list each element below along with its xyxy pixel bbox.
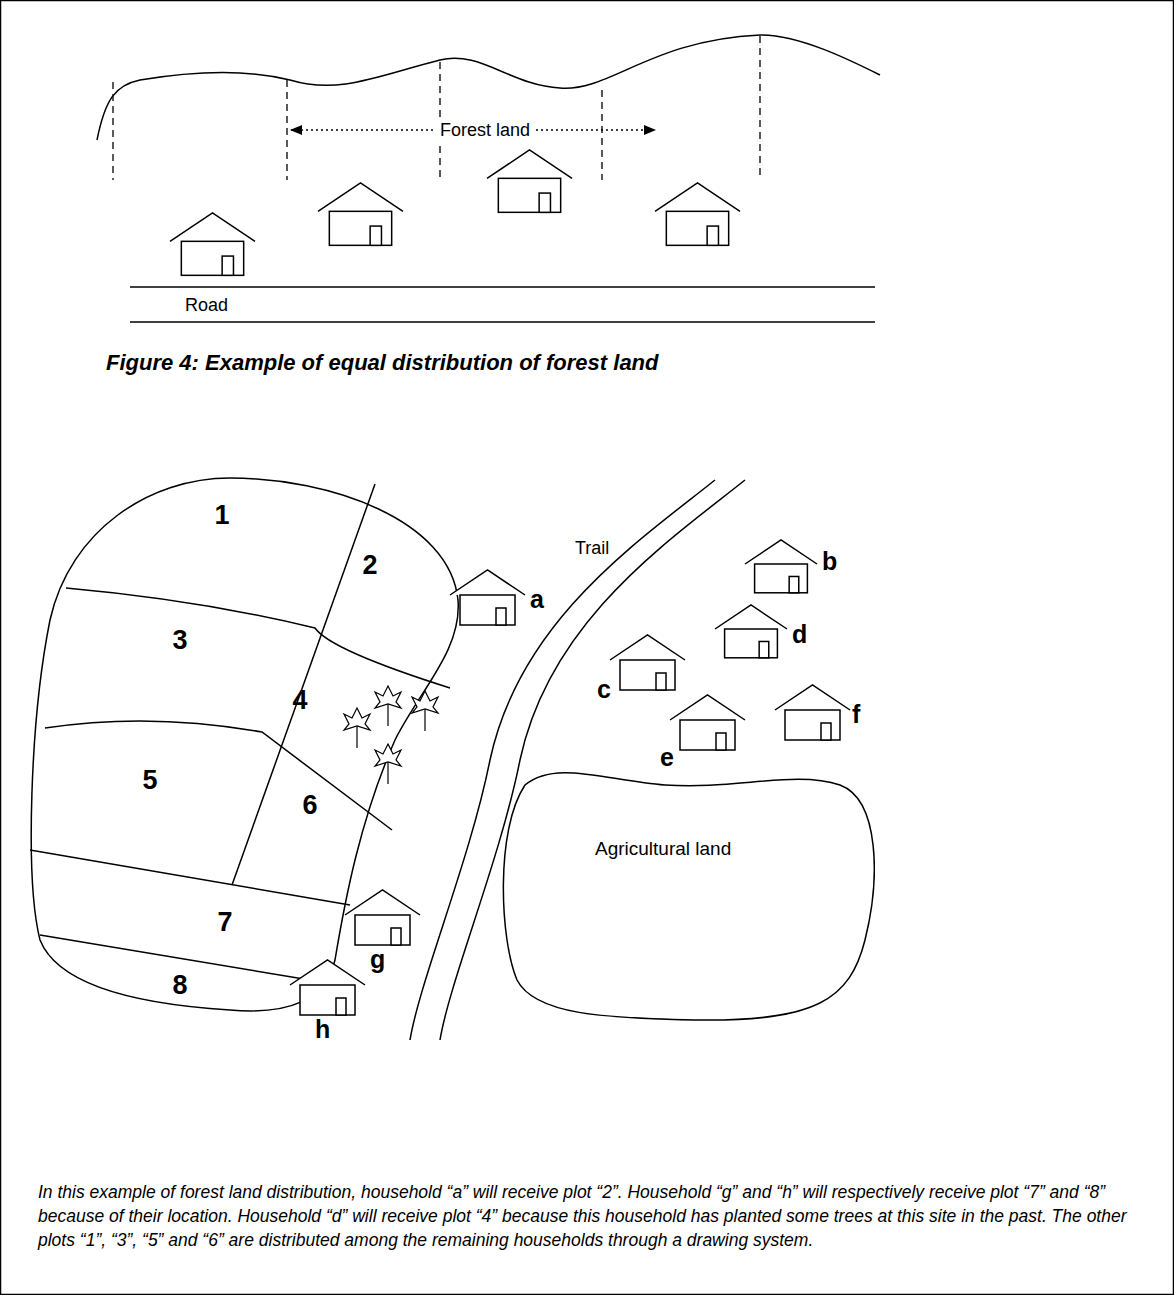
forest-plot: 2 (358, 548, 381, 583)
agricultural-area: Agricultural land (495, 760, 875, 1025)
plot-number: 2 (358, 548, 381, 583)
boundary-lines (113, 36, 760, 180)
forest-plot: 8 (168, 968, 191, 1003)
household-letter: d (792, 620, 807, 649)
house-icon (715, 605, 787, 658)
forest-plot: 6 (298, 788, 321, 823)
house-icon (655, 183, 740, 245)
hill-line (97, 35, 880, 140)
plot-number: 3 (168, 623, 191, 658)
trees (344, 686, 438, 784)
house-icon (170, 213, 255, 275)
house-icon (345, 890, 420, 945)
house-icon (610, 635, 685, 690)
road-label: Road (185, 295, 228, 316)
plot-number: 7 (213, 905, 236, 940)
plot-number: 4 (288, 683, 311, 718)
road-line (130, 321, 875, 323)
house-icon (290, 960, 365, 1015)
tree-icon (375, 744, 401, 784)
house-icon (318, 183, 403, 245)
household-letter: h (315, 1015, 330, 1044)
household-letter: b (822, 547, 837, 576)
house-icon (450, 570, 525, 625)
plot-number: 8 (168, 968, 191, 1003)
forest-plot: 7 (213, 905, 236, 940)
trail-label: Trail (575, 538, 609, 559)
forest-plot: 1 (210, 498, 233, 533)
forest-plot: 3 (168, 623, 191, 658)
household-letter: a (530, 585, 544, 614)
household-letter: f (852, 700, 860, 729)
area-label: Agricultural land (595, 838, 731, 860)
figure-caption: Figure 4: Example of equal distribution … (106, 350, 659, 376)
household-letter: c (597, 675, 611, 704)
household-letter: e (660, 743, 674, 772)
road-line (130, 286, 875, 288)
forest-plot: 4 (288, 683, 311, 718)
tree-icon (412, 691, 438, 731)
plot-number: 5 (138, 763, 161, 798)
forest-outline (31, 478, 458, 1011)
household-letter: g (370, 945, 385, 974)
house-icon (745, 540, 817, 593)
area-outline (495, 760, 875, 1025)
forest-plot: 5 (138, 763, 161, 798)
explanation-note: In this example of forest land distribut… (38, 1180, 1138, 1252)
house-icon (775, 685, 850, 740)
house-icon (670, 695, 745, 750)
plot-number: 6 (298, 788, 321, 823)
plot-lines (30, 484, 450, 985)
plot-number: 1 (210, 498, 233, 533)
tree-icon (344, 708, 370, 748)
house-icon (487, 150, 572, 212)
tree-icon (375, 686, 401, 726)
region-label: Forest land (436, 120, 534, 141)
